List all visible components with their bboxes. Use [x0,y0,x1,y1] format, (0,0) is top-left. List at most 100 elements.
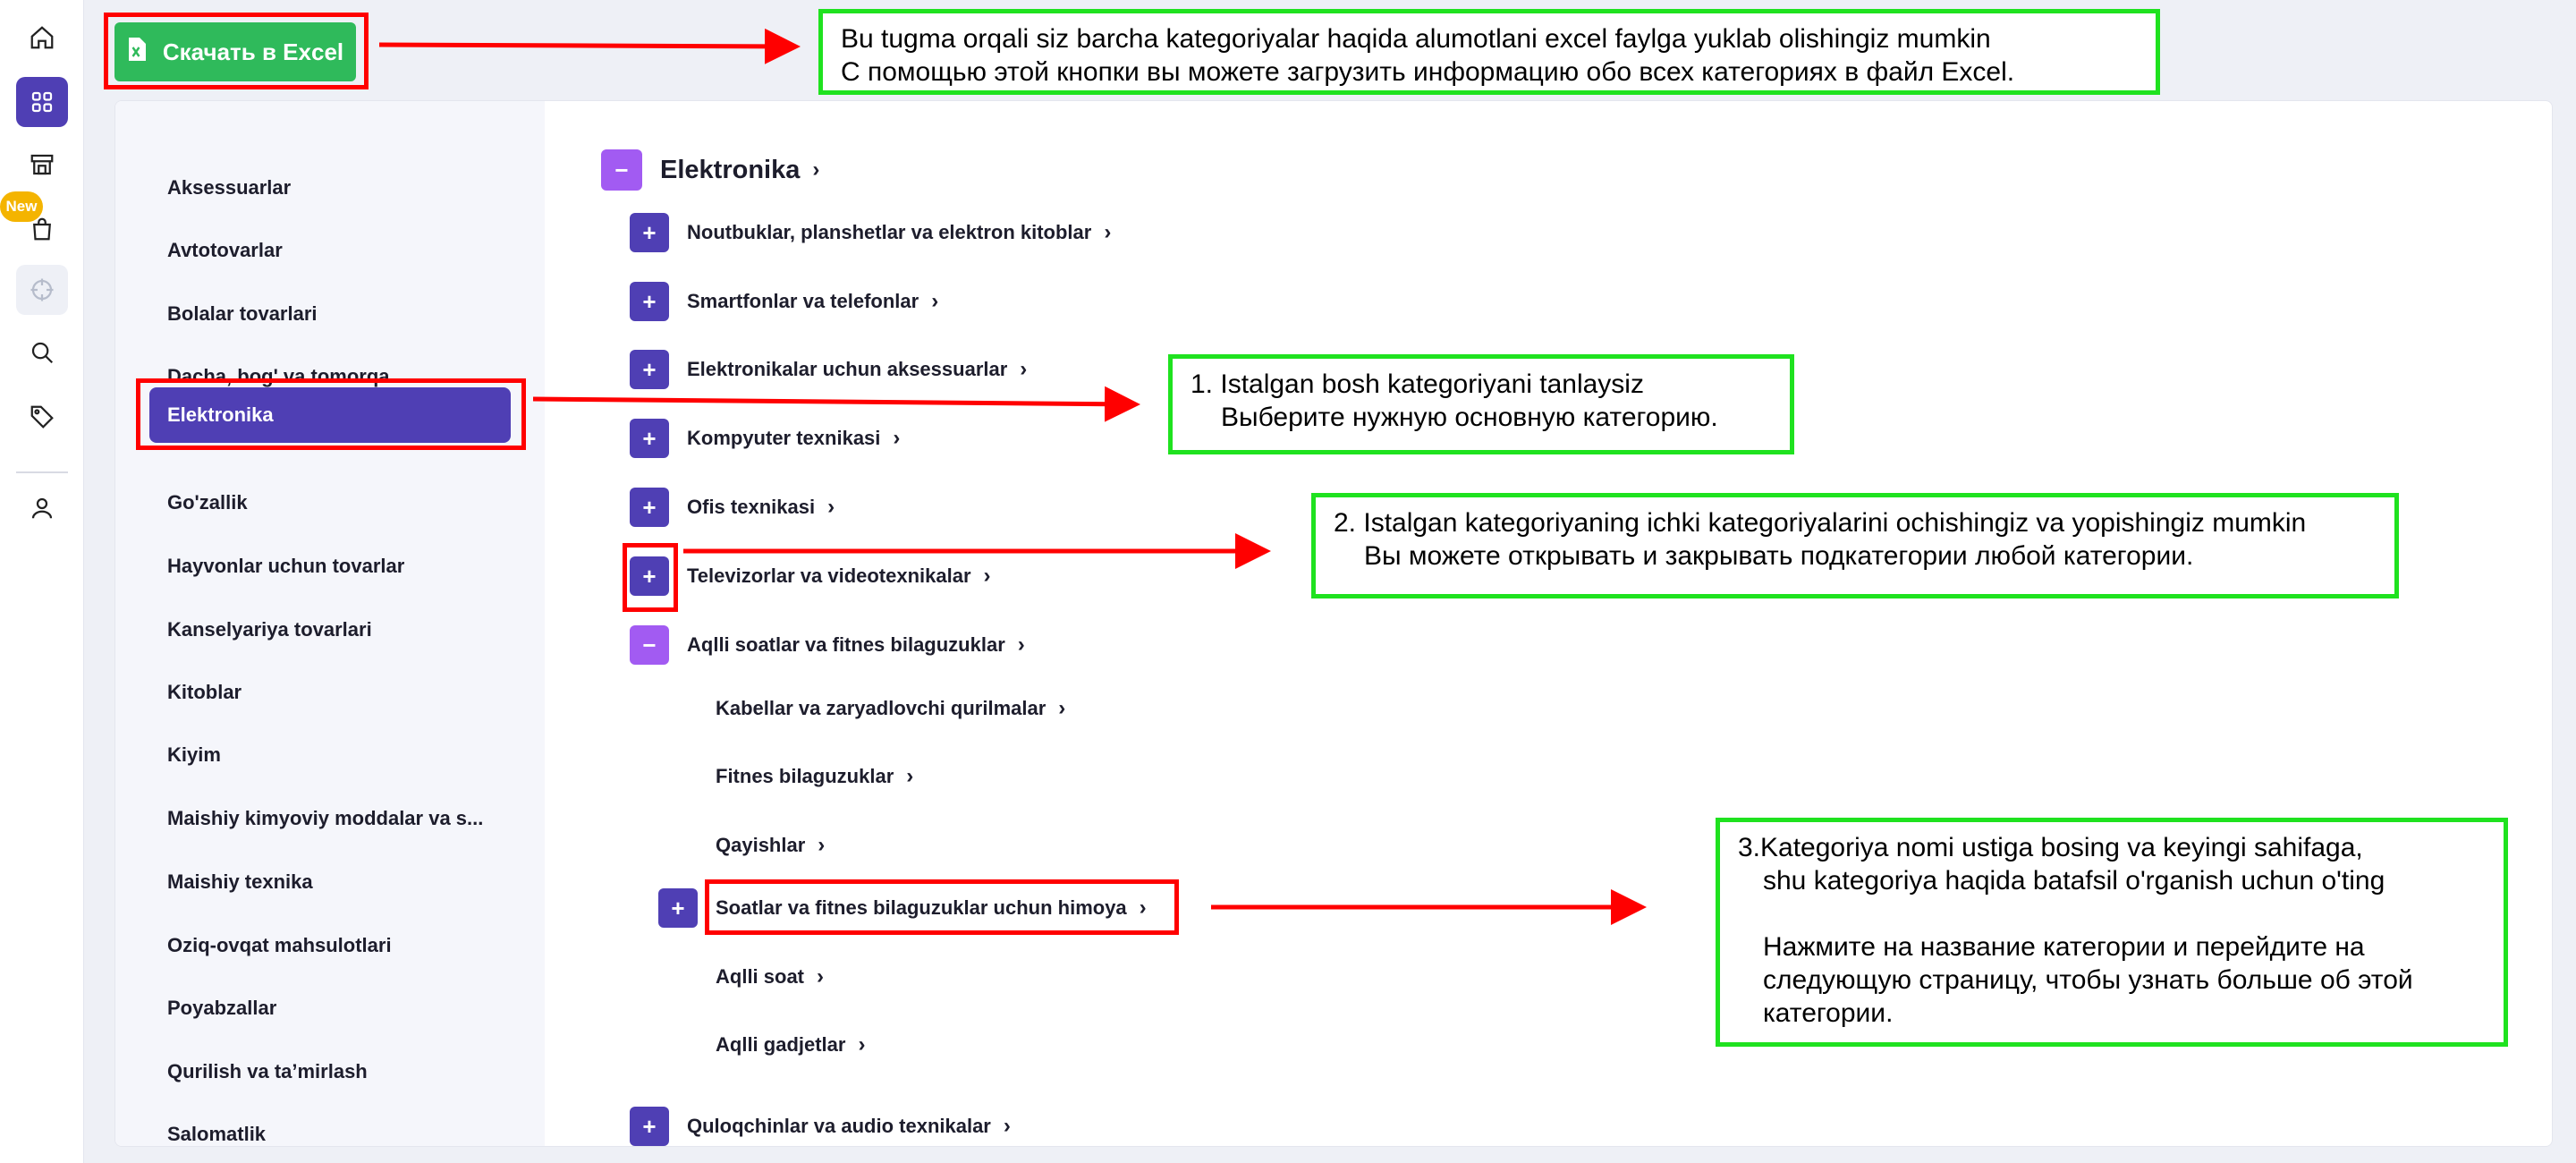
icon-rail: New [0,0,84,1163]
step3-note-line: следующую страницу, чтобы узнать больше … [1763,965,2413,995]
excel-note-line: С помощью этой кнопки вы можете загрузит… [841,57,2015,87]
chevron-right-icon: › [1020,357,1028,381]
tree-subitem: Aqlli gadjetlar › [716,1025,865,1065]
chevron-right-icon: › [1139,896,1147,920]
collapse-toggle[interactable]: − [630,625,669,665]
tree-item: + Kompyuter texnikasi › [630,419,900,458]
rail-divider [16,471,68,473]
chevron-right-icon: › [893,426,901,450]
tree-item-label[interactable]: Aqlli soatlar va fitnes bilaguzuklar [687,633,1005,656]
download-excel-button[interactable]: Скачать в Excel [114,22,356,81]
category-sidebar: Aksessuarlar Avtotovarlar Bolalar tovarl… [115,101,545,1146]
tree-item-label[interactable]: Noutbuklar, planshetlar va elektron kito… [687,221,1092,243]
step3-note-line: категории. [1763,998,1894,1028]
tree-item: + Televizorlar va videotexnikalar › [630,556,991,596]
bag-icon[interactable] [16,204,68,254]
sidebar-item-gozallik[interactable]: Go'zallik [167,491,248,514]
sidebar-item-kiyim[interactable]: Kiyim [167,743,221,766]
tree-subitem-label[interactable]: Kabellar va zaryadlovchi qurilmalar [716,697,1046,719]
sidebar-item-kitoblar[interactable]: Kitoblar [167,681,242,703]
tree-item-label[interactable]: Smartfonlar va telefonlar [687,290,919,312]
tree-item-label[interactable]: Kompyuter texnikasi [687,427,881,449]
tree-subitem: + Soatlar va fitnes bilaguzuklar uchun h… [658,888,1147,928]
grid-icon[interactable] [16,77,68,127]
store-icon[interactable] [16,140,68,190]
tree-item: + Elektronikalar uchun aksessuarlar › [630,350,1027,389]
expand-toggle[interactable]: + [630,350,669,389]
tree-subitem: Qayishlar › [716,826,825,865]
excel-file-icon [127,37,147,68]
tree-item: − Aqlli soatlar va fitnes bilaguzuklar › [630,625,1025,665]
sidebar-item-maishiy-texnika[interactable]: Maishiy texnika [167,870,313,893]
sidebar-item-dacha[interactable]: Dacha, bog' va tomorqa [167,365,390,387]
tree-subitem-label[interactable]: Soatlar va fitnes bilaguzuklar uchun him… [716,896,1127,919]
step3-note-line: Нажмите на название категории и перейдит… [1763,932,2365,962]
chevron-right-icon: › [858,1032,866,1057]
chevron-right-icon: › [983,564,991,588]
tree-subitem: Kabellar va zaryadlovchi qurilmalar › [716,689,1065,728]
step2-note-line: 2. Istalgan kategoriyaning ichki kategor… [1334,508,2307,538]
tree-subitem-label[interactable]: Fitnes bilaguzuklar [716,765,894,787]
chevron-right-icon: › [931,289,939,313]
step1-note: 1. Istalgan bosh kategoriyani tanlaysiz … [1168,354,1794,454]
step3-note-line: 3.Kategoriya nomi ustiga bosing va keyin… [1738,833,2363,862]
tree-item: + Ofis texnikasi › [630,488,835,527]
sidebar-item-oziq-ovqat[interactable]: Oziq-ovqat mahsulotlari [167,934,392,956]
step2-note: 2. Istalgan kategoriyaning ichki kategor… [1311,493,2399,598]
tree-root-label[interactable]: Elektronika [660,155,801,184]
expand-toggle[interactable]: + [630,1107,669,1146]
sidebar-item-qurilish[interactable]: Qurilish va ta’mirlash [167,1060,368,1082]
expand-toggle[interactable]: + [658,888,698,928]
collapse-toggle[interactable]: − [601,149,642,191]
expand-toggle[interactable]: + [630,213,669,252]
tree-subitem-label[interactable]: Aqlli gadjetlar [716,1033,846,1056]
chevron-right-icon: › [906,764,914,788]
tree-subitem: Aqlli soat › [716,957,824,997]
tree-item: + Smartfonlar va telefonlar › [630,282,938,321]
tree-item-label[interactable]: Quloqchinlar va audio texnikalar [687,1115,991,1137]
search-icon[interactable] [16,327,68,378]
tree-item-label[interactable]: Televizorlar va videotexnikalar [687,565,971,587]
chevron-right-icon: › [1003,1114,1011,1138]
sidebar-item-avtotovarlar[interactable]: Avtotovarlar [167,239,283,261]
tree-item-label[interactable]: Elektronikalar uchun aksessuarlar [687,358,1008,380]
sidebar-item-hayvonlar[interactable]: Hayvonlar uchun tovarlar [167,555,405,577]
tree-item-label[interactable]: Ofis texnikasi [687,496,816,518]
chevron-right-icon: › [1104,220,1112,244]
tree-subitem-label[interactable]: Aqlli soat [716,965,805,988]
expand-toggle[interactable]: + [630,488,669,527]
step2-note-line: Вы можете открывать и закрывать подкатег… [1364,541,2194,571]
tag-icon[interactable] [16,392,68,442]
sidebar-item-maishiy-kimyoviy[interactable]: Maishiy kimyoviy moddalar va s... [167,807,484,829]
step3-note-line: shu kategoriya haqida batafsil o'rganish… [1763,866,2385,896]
toggle-highlight-box [623,543,678,612]
sidebar-item-poyabzallar[interactable]: Poyabzallar [167,997,277,1019]
chevron-right-icon: › [827,495,835,519]
categories-card: Aksessuarlar Avtotovarlar Bolalar tovarl… [114,100,2553,1147]
tree-item: + Noutbuklar, planshetlar va elektron ki… [630,213,1111,252]
new-badge: New [0,191,43,222]
expand-toggle[interactable]: + [630,556,669,596]
tree-item: + Quloqchinlar va audio texnikalar › [630,1107,1011,1146]
home-icon[interactable] [16,13,68,63]
chevron-right-icon: › [1058,696,1066,720]
tree-subitem-label[interactable]: Qayishlar [716,834,806,856]
excel-highlight-box [104,13,369,89]
step1-note-line: 1. Istalgan bosh kategoriyani tanlaysiz [1191,369,1644,399]
excel-note-line: Bu tugma orqali siz barcha kategoriyalar… [841,24,1991,54]
expand-toggle[interactable]: + [630,282,669,321]
sidebar-item-bolalar-tovarlari[interactable]: Bolalar tovarlari [167,302,318,325]
sidebar-item-aksessuarlar[interactable]: Aksessuarlar [167,176,292,199]
excel-note: Bu tugma orqali siz barcha kategoriyalar… [818,9,2160,95]
sidebar-item-kanselyariya[interactable]: Kanselyariya tovarlari [167,618,372,641]
chevron-right-icon: › [812,157,820,182]
arrow-to-excel-note [378,28,801,64]
crosshair-icon[interactable] [16,265,68,315]
chevron-right-icon: › [1017,632,1025,657]
category-name-highlight-box [705,879,1179,935]
sidebar-item-elektronika[interactable]: Elektronika [149,387,511,443]
expand-toggle[interactable]: + [630,419,669,458]
user-icon[interactable] [16,483,68,533]
sidebar-item-salomatlik[interactable]: Salomatlik [167,1123,267,1145]
chevron-right-icon: › [818,833,826,857]
